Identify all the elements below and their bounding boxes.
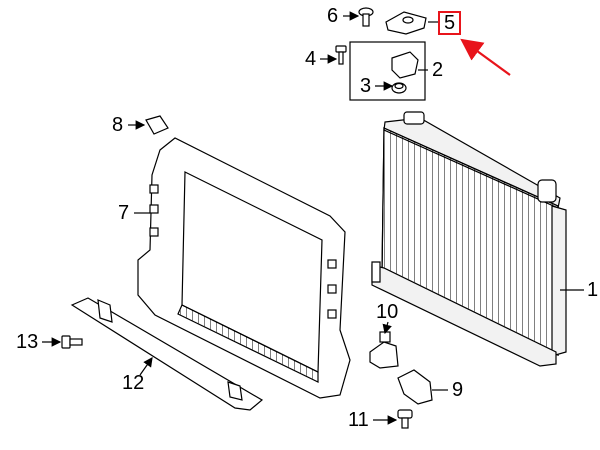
bolt-4 (335, 45, 347, 65)
callout-1: 1 (587, 279, 599, 301)
leader-12 (139, 357, 153, 376)
screw-6 (358, 7, 374, 27)
callout-2: 2 (432, 59, 444, 81)
callout-12: 12 (122, 372, 145, 394)
bracket-10 (369, 331, 399, 369)
callout-3: 3 (360, 75, 372, 97)
grommet (391, 82, 407, 94)
callout-8: 8 (112, 114, 124, 136)
callout-9: 9 (452, 379, 464, 401)
radiator-frame (137, 137, 351, 399)
callout-6: 6 (327, 5, 339, 27)
bolt-11 (397, 409, 413, 429)
bracket-assembly-box (349, 41, 426, 101)
callout-7: 7 (118, 202, 130, 224)
callout-5: 5 (438, 11, 462, 35)
callout-13: 13 (16, 331, 39, 353)
radiator (371, 111, 567, 367)
callout-10: 10 (376, 301, 399, 323)
bracket (391, 51, 419, 79)
bolt-13 (61, 335, 83, 349)
lower-deflector (70, 297, 264, 411)
callout-11: 11 (348, 409, 369, 431)
leader-10 (382, 321, 392, 335)
bracket-9 (397, 369, 433, 405)
callout-4: 4 (305, 48, 317, 70)
highlight-arrow (460, 38, 511, 76)
upper-mount (385, 11, 427, 35)
clip-8 (145, 115, 169, 135)
